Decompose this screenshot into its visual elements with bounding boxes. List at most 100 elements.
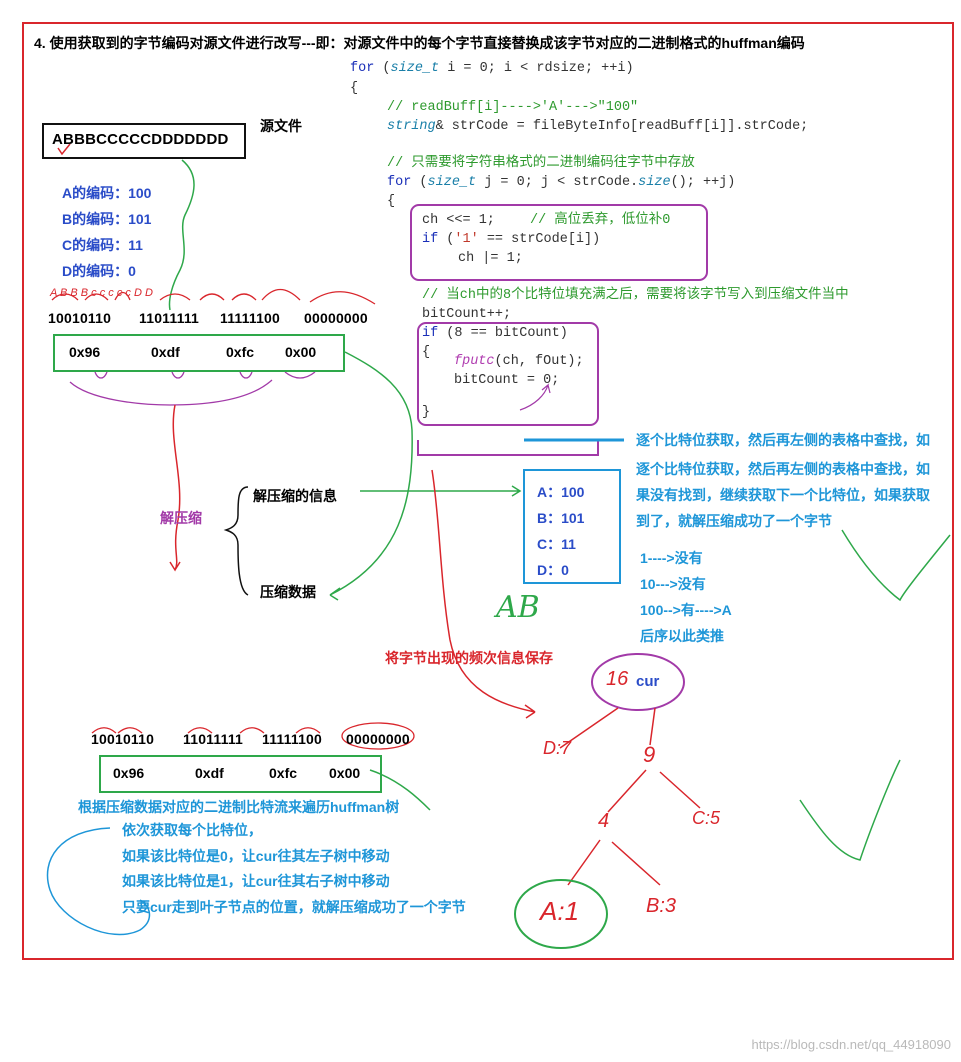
tree-edges (559, 707, 701, 886)
bitcount-reset-curve (519, 383, 551, 411)
table-entry-d: D：0 (537, 562, 569, 578)
bottom-hex-byte-4: 0x00 (329, 765, 361, 781)
info-to-table-arrow (360, 485, 522, 497)
source-box (42, 123, 246, 159)
code-line-2: // readBuff[i]---->'A'--->"100" (387, 100, 639, 115)
code-entry-b: B的编码：101 (62, 211, 152, 227)
traverse-step-4: 只要cur走到叶子节点的位置，就解压缩成功了一个字节 (122, 899, 466, 915)
bitstream-byte-1: 10010110 (48, 310, 112, 326)
lookup-step-3: 100-->有---->A (640, 602, 732, 618)
source-to-codes-arrow (168, 159, 195, 311)
code-line-6: { (387, 194, 396, 209)
tree-node-4: 4 (598, 810, 610, 832)
outer-frame (22, 22, 954, 960)
table-entry-b: B：101 (537, 510, 585, 526)
hex-bytes-box: 0x96 0xdf 0xfc 0x00 (53, 334, 345, 372)
code-line-15: bitCount = 0; (454, 373, 560, 388)
lookup-step-2: 10--->没有 (640, 576, 706, 592)
tree-root-weight: 16 (606, 668, 629, 690)
lookup-note-line-4: 到了，就解压缩成功了一个字节 (636, 513, 832, 529)
traverse-step-3: 如果该比特位是1，让cur往其右子树中移动 (122, 873, 390, 889)
code-line-12: if (8 == bitCount) (422, 326, 568, 341)
bit-group-marks-top (51, 288, 376, 305)
code-line-1: { (350, 81, 359, 96)
bottom-hex-bytes-box: 0x96 0xdf 0xfc 0x00 (99, 755, 382, 793)
source-file-label: 源文件 (260, 118, 302, 134)
code-line-7a: ch <<= 1; (422, 213, 495, 228)
handwritten-letters-top: A B B B c c c c c D D (49, 287, 153, 299)
lookup-step-4: 后序以此类推 (640, 628, 724, 644)
check-mark-large (799, 759, 901, 861)
code-entry-c: C的编码：11 (62, 237, 143, 253)
hex-byte-marks (94, 371, 316, 379)
tree-node-9: 9 (643, 742, 656, 767)
traverse-step-2: 如果该比特位是0，让cur往其左子树中移动 (122, 848, 390, 864)
tree-cur-label: cur (636, 673, 660, 690)
traverse-loop-arrow (46, 827, 151, 936)
check-mark-right (841, 529, 951, 602)
file-structure-brace (223, 486, 249, 596)
tree-node-d: D:7 (543, 738, 572, 758)
hex-byte-1: 0x96 (69, 344, 101, 360)
code-line-11: bitCount++; (422, 307, 512, 322)
tree-leaf-b: B:3 (646, 895, 677, 917)
code-entry-a: A的编码：100 (62, 185, 152, 201)
bitstream-byte-4: 00000000 (304, 310, 368, 326)
table-entry-c: C：11 (537, 536, 576, 552)
bottom-hex-byte-1: 0x96 (113, 765, 145, 781)
code-to-tree-arrow (431, 469, 536, 719)
code-line-0: for (size_t i = 0; i < rdsize; ++i) (350, 61, 634, 76)
decompress-label: 解压缩 (160, 510, 202, 526)
hex-byte-2: 0xdf (151, 344, 180, 360)
lookup-note-line-3: 果没有找到，继续获取下一个比特位，如果获取 (636, 487, 930, 503)
table-entry-a: A：100 (537, 484, 585, 500)
tree-root-circle (591, 653, 685, 711)
hex-byte-3: 0xfc (226, 344, 255, 360)
bottom-hex-byte-3: 0xfc (269, 765, 298, 781)
bottom-bitstream-byte-1: 10010110 (91, 731, 155, 747)
code-line-16: } (422, 405, 431, 420)
code-line-7b: // 高位丢弃，低位补0 (530, 213, 671, 228)
lookup-note-line-1: 逐个比特位获取，然后再左侧的表格中查找，如 (636, 432, 930, 448)
bitcount-code-box (417, 322, 599, 426)
bottom-bitstream-byte-2: 11011111 (183, 731, 244, 747)
compressed-data-label: 压缩数据 (260, 584, 316, 600)
lookup-step-1: 1---->没有 (640, 550, 703, 566)
bitstream-byte-3: 11111100 (220, 310, 281, 326)
code-line-8: if ('1' == strCode[i]) (422, 232, 601, 247)
watermark: https://blog.csdn.net/qq_44918090 (751, 1037, 952, 1052)
code-line-3: string& strCode = fileByteInfo[readBuff[… (387, 119, 809, 134)
code-line-13: { (422, 345, 431, 360)
handwritten-ab: AB (496, 590, 540, 625)
freq-note: 将字节出现的频次信息保存 (385, 650, 553, 666)
loop-end-bracket (417, 440, 599, 456)
code-entry-d: D的编码：0 (62, 263, 136, 279)
code-line-4: // 只需要将字符串格式的二进制编码往字节中存放 (387, 156, 695, 171)
hexbox-to-tree-arrow (369, 769, 431, 811)
source-file-text: ABBBCCCCCDDDDDDD (52, 131, 229, 148)
code-line-5: for (size_t j = 0; j < strCode.size(); +… (387, 175, 736, 190)
page-title: 4. 使用获取到的字节编码对源文件进行改写---即：对源文件中的每个字节直接替换… (34, 35, 805, 51)
bottom-hex-byte-2: 0xdf (195, 765, 224, 781)
tree-node-c: C:5 (692, 808, 721, 828)
decompress-arrow (169, 404, 181, 572)
traverse-step-1: 依次获取每个比特位， (122, 822, 262, 838)
hexbox-to-data-arrow (329, 351, 413, 601)
bit-group-marks-bottom (91, 727, 321, 734)
lookup-note-line-2: 逐个比特位获取，然后再左侧的表格中查找，如 (636, 461, 930, 477)
code-table-box (523, 469, 621, 584)
hex-group-curve (69, 379, 273, 406)
bottom-bitstream-byte-3: 11111100 (262, 731, 323, 747)
decompress-info-label: 解压缩的信息 (253, 488, 337, 504)
bottom-bitstream-byte-4: 00000000 (346, 731, 410, 747)
code-line-10: // 当ch中的8个比特位填充满之后，需要将该字节写入到压缩文件当中 (422, 288, 849, 303)
traverse-heading: 根据压缩数据对应的二进制比特流来遍历huffman树 (78, 799, 400, 815)
trailing-zeros-circle (341, 722, 415, 750)
leaf-a-circle (514, 879, 608, 949)
check-mark-a (57, 143, 71, 156)
shift-code-box (410, 204, 708, 281)
code-line-9: ch |= 1; (458, 251, 523, 266)
tree-leaf-a: A:1 (540, 896, 580, 926)
bitstream-byte-2: 11011111 (139, 310, 200, 326)
